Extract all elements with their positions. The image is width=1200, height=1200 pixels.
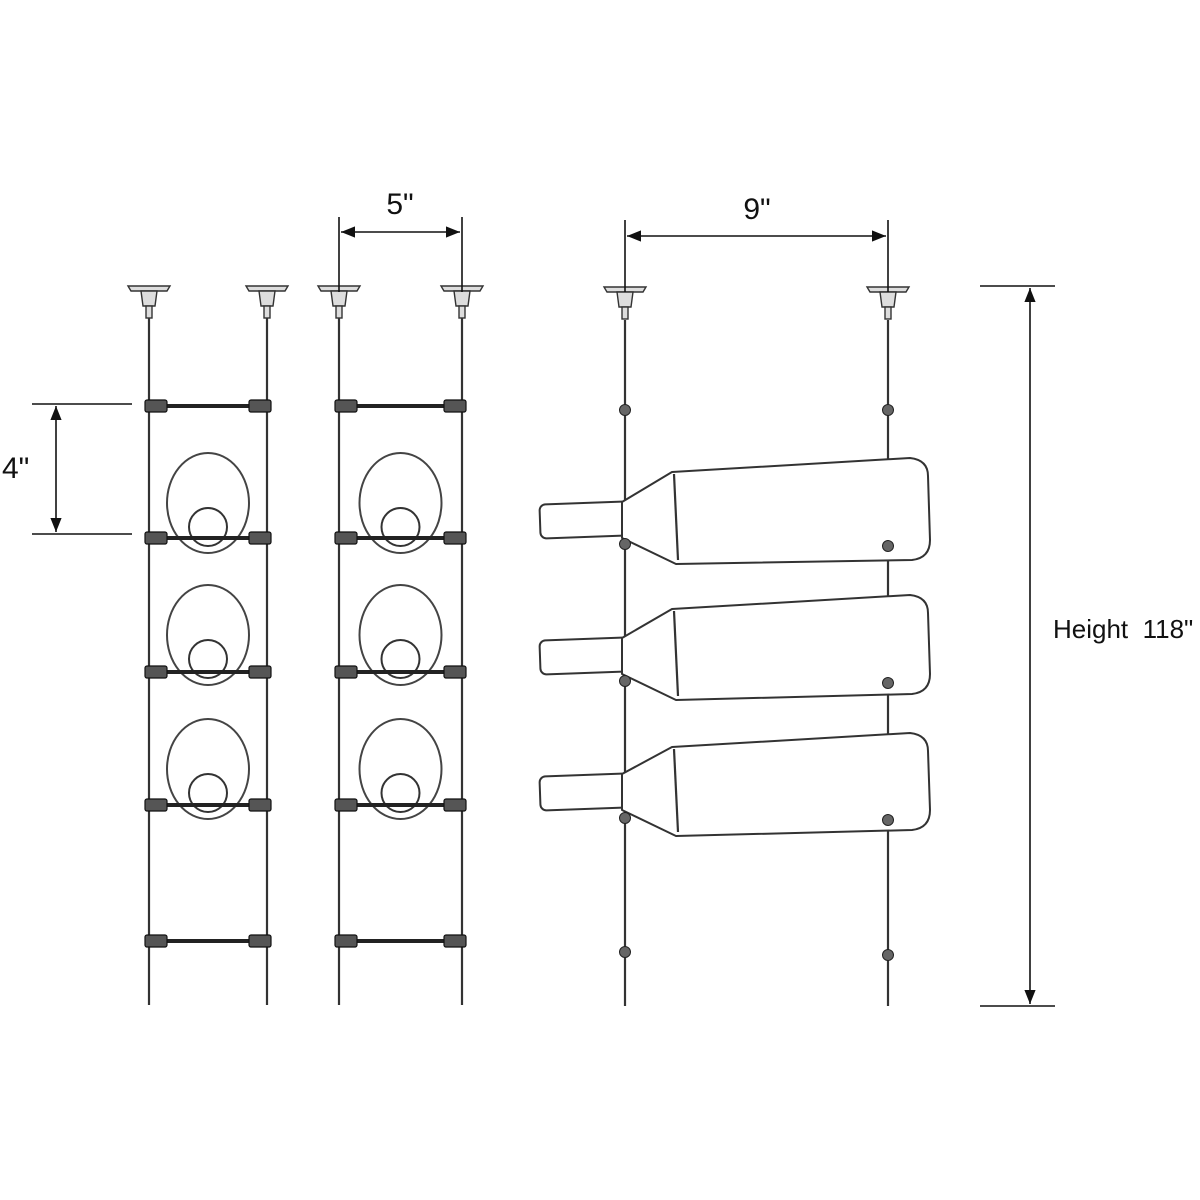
bottle-end	[166, 718, 250, 820]
rod-bar	[144, 665, 272, 679]
rod-bar	[144, 934, 272, 948]
rod-bar	[144, 531, 272, 545]
ceiling-mount	[244, 285, 290, 319]
rod-bar	[334, 934, 467, 948]
spacing-label: 4"	[2, 452, 29, 485]
cable-bead	[619, 675, 631, 687]
front-rack-2	[316, 285, 485, 1005]
wine-bottle	[538, 457, 931, 565]
ceiling-mount	[126, 285, 172, 319]
cable-bead	[619, 812, 631, 824]
spacing-dimension: 4"	[2, 403, 132, 535]
wine-bottle	[538, 732, 931, 837]
front-view-racks	[126, 285, 485, 1005]
cable-bead	[882, 949, 894, 961]
rod-bar	[334, 665, 467, 679]
cable-bead	[619, 946, 631, 958]
width-front-dimension: 5"	[338, 188, 463, 292]
bottle-end	[358, 584, 443, 686]
ceiling-mount	[602, 286, 648, 320]
height-dimension: Height 118"	[980, 285, 1193, 1007]
rod-bar	[144, 798, 272, 812]
bottle-end	[358, 718, 443, 820]
cable-bead	[882, 540, 894, 552]
height-label: Height 118"	[1053, 614, 1193, 644]
width-side-dimension: 9"	[624, 193, 889, 292]
ceiling-mount	[865, 286, 911, 320]
rod-bar	[334, 531, 467, 545]
width-front-label: 5"	[386, 188, 413, 221]
rod-bar	[334, 798, 467, 812]
cable-bead	[619, 404, 631, 416]
wine-bottle	[538, 594, 931, 701]
bottle-end	[166, 584, 250, 686]
cable-bead	[882, 404, 894, 416]
cable-bead	[619, 538, 631, 550]
bottle-end	[166, 452, 250, 554]
cable-bead	[882, 814, 894, 826]
width-side-label: 9"	[743, 193, 770, 226]
rod-bar	[144, 399, 272, 413]
front-rack-1	[126, 285, 290, 1005]
bottle-end	[358, 452, 443, 554]
side-view-rack	[538, 286, 931, 1006]
rod-bar	[334, 399, 467, 413]
cable-bead	[882, 677, 894, 689]
